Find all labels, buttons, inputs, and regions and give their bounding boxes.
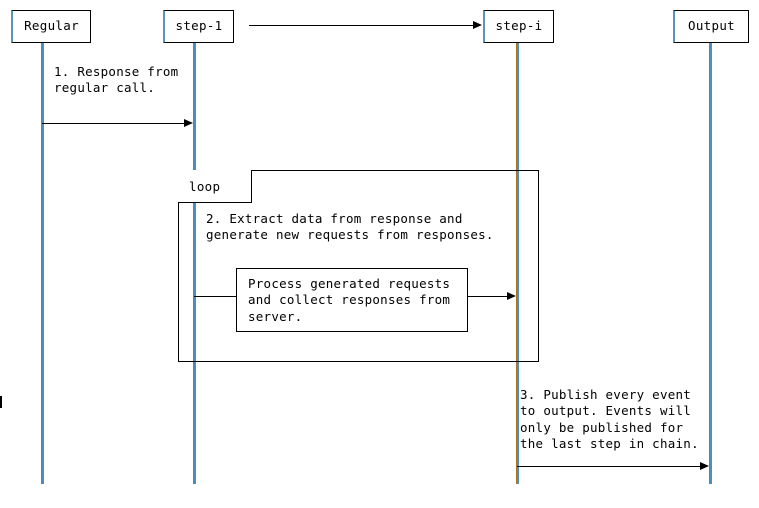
- loop-fragment[interactable]: [178, 170, 539, 362]
- participant-step-i-label: step-i: [495, 18, 543, 34]
- participant-output-label: Output: [688, 18, 735, 34]
- lifeline-output: [709, 43, 712, 484]
- chain-continuation-arrow-head: [473, 21, 482, 29]
- message-2-text: 2. Extract data from response and genera…: [206, 211, 494, 243]
- message-1-text: 1. Response from regular call.: [54, 64, 179, 96]
- participant-step-i[interactable]: step-i: [483, 10, 554, 43]
- message-3-arrow-line-left: [194, 296, 237, 297]
- participant-regular[interactable]: Regular: [11, 10, 91, 43]
- message-3-arrow-line-right: [467, 296, 508, 297]
- loop-fragment-operator-tab: loop: [178, 170, 252, 203]
- chain-continuation-arrow-line: [249, 25, 474, 26]
- clipped-edge-marker: [0, 396, 2, 408]
- participant-output[interactable]: Output: [673, 10, 749, 43]
- message-3-arrow-head: [507, 292, 516, 300]
- participant-step-1-label: step-1: [175, 18, 223, 34]
- loop-fragment-operator-label: loop: [189, 178, 221, 194]
- lifeline-regular: [41, 43, 44, 484]
- message-4-arrow-head: [700, 462, 709, 470]
- message-1-arrow-line: [42, 123, 185, 124]
- lifeline-step-i: [516, 43, 519, 484]
- message-1-arrow-head: [184, 119, 193, 127]
- message-3-label-box[interactable]: Process generated requests and collect r…: [236, 268, 468, 332]
- lifeline-step-1: [193, 43, 196, 484]
- participant-step-1[interactable]: step-1: [163, 10, 234, 43]
- participant-regular-label: Regular: [24, 18, 79, 34]
- message-4-arrow-line: [517, 466, 701, 467]
- message-4-text: 3. Publish every event to output. Events…: [520, 387, 699, 452]
